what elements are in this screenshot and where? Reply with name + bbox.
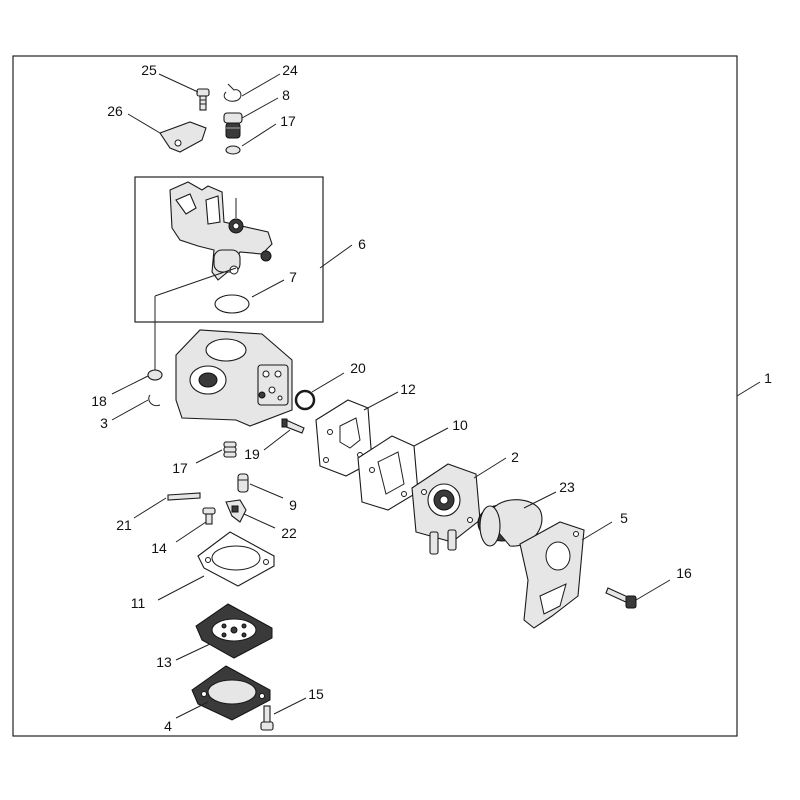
gasket-11-icon bbox=[197, 531, 275, 587]
callout-2: 2 bbox=[511, 449, 519, 465]
adjust-screw-8-icon bbox=[223, 112, 243, 139]
spring-17-lower-icon bbox=[223, 441, 237, 458]
callout-9: 9 bbox=[289, 497, 297, 513]
callout-8: 8 bbox=[282, 87, 290, 103]
gasket-12-icon bbox=[315, 399, 373, 477]
callout-15: 15 bbox=[308, 686, 324, 702]
needle-19-icon bbox=[281, 418, 305, 434]
callout-16: 16 bbox=[676, 565, 692, 581]
assembly-box bbox=[134, 176, 324, 323]
outer-frame bbox=[12, 55, 738, 737]
plate-5-icon bbox=[519, 521, 585, 629]
callout-10: 10 bbox=[452, 417, 468, 433]
washer-18-icon bbox=[147, 369, 163, 381]
diaphragm-13-icon bbox=[195, 603, 273, 659]
valve-9-icon bbox=[237, 473, 249, 493]
o-ring-17-upper-icon bbox=[225, 145, 241, 155]
clip-24-icon bbox=[223, 83, 242, 102]
callout-19: 19 bbox=[244, 446, 260, 462]
gasket-7-icon bbox=[214, 294, 250, 314]
pump-cover-2-icon bbox=[411, 463, 481, 555]
screw-14-icon bbox=[202, 507, 216, 525]
callout-25: 25 bbox=[141, 62, 157, 78]
callout-18: 18 bbox=[91, 393, 107, 409]
callout-21: 21 bbox=[116, 517, 132, 533]
callout-17-upper: 17 bbox=[280, 113, 296, 129]
callout-4: 4 bbox=[164, 718, 172, 734]
callout-6: 6 bbox=[358, 236, 366, 252]
callout-17-lower: 17 bbox=[172, 460, 188, 476]
callout-22: 22 bbox=[281, 525, 297, 541]
screw-25-icon bbox=[196, 88, 210, 111]
callout-13: 13 bbox=[156, 654, 172, 670]
plate-26-icon bbox=[159, 121, 207, 153]
screw-16-icon bbox=[605, 587, 637, 609]
leader-lines bbox=[111, 73, 761, 719]
callout-1: 1 bbox=[764, 370, 772, 386]
screw-15-icon bbox=[260, 705, 274, 731]
callout-7: 7 bbox=[289, 269, 297, 285]
callout-14: 14 bbox=[151, 540, 167, 556]
lever-body-6-icon bbox=[169, 181, 273, 281]
o-ring-20-icon bbox=[294, 389, 316, 411]
callout-11: 11 bbox=[131, 595, 146, 611]
primer-bulb-23-icon bbox=[477, 499, 543, 547]
callout-20: 20 bbox=[350, 360, 366, 376]
callout-24: 24 bbox=[282, 62, 298, 78]
carburetor-body-icon bbox=[175, 329, 293, 427]
cover-4-icon bbox=[191, 665, 271, 721]
callout-23: 23 bbox=[559, 479, 575, 495]
pin-21-icon bbox=[167, 492, 201, 501]
lever-22-icon bbox=[225, 499, 247, 523]
callout-26: 26 bbox=[107, 103, 123, 119]
callout-5: 5 bbox=[620, 510, 628, 526]
clip-3-icon bbox=[148, 394, 161, 407]
callout-3: 3 bbox=[100, 415, 108, 431]
callout-12: 12 bbox=[400, 381, 416, 397]
